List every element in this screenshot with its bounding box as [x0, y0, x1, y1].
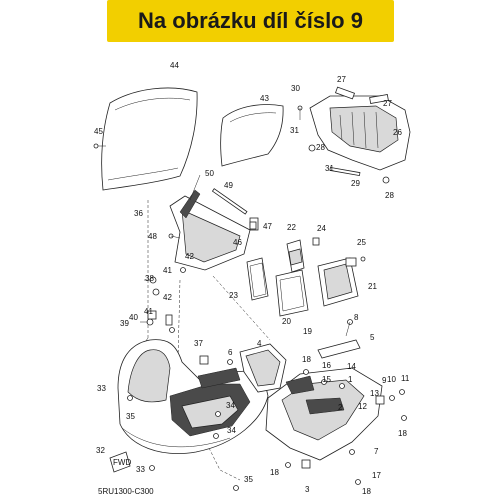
callout-24: 24	[317, 224, 326, 233]
callout-41: 41	[144, 307, 153, 316]
callout-32: 32	[96, 446, 105, 455]
callout-45: 45	[94, 127, 103, 136]
callout-47: 47	[263, 222, 272, 231]
callout-26: 26	[393, 128, 402, 137]
callout-7: 7	[374, 447, 379, 456]
callout-39: 39	[120, 319, 129, 328]
frame-20	[275, 269, 309, 317]
callout-15: 15	[322, 375, 331, 384]
callout-14: 14	[347, 362, 356, 371]
callout-8: 8	[354, 313, 359, 322]
clip-24	[312, 237, 320, 246]
callout-35: 35	[126, 412, 135, 421]
callout-27: 27	[383, 99, 392, 108]
callout-18: 18	[270, 468, 279, 477]
svg-text:FWD: FWD	[113, 458, 131, 467]
bracket-5	[317, 319, 361, 359]
callout-18: 18	[398, 429, 407, 438]
callout-13: 13	[370, 389, 379, 398]
callout-50: 50	[205, 169, 214, 178]
inner-panel-4	[227, 343, 287, 393]
callout-25: 25	[357, 238, 366, 247]
callout-16: 16	[322, 361, 331, 370]
callout-33: 33	[97, 384, 106, 393]
callout-19: 19	[303, 327, 312, 336]
callout-36: 36	[134, 209, 143, 218]
callout-34: 34	[227, 426, 236, 435]
callout-18: 18	[362, 487, 371, 496]
callout-48: 48	[148, 232, 157, 241]
small-screen-43	[220, 104, 284, 167]
callout-22: 22	[287, 223, 296, 232]
callout-49: 49	[224, 181, 233, 190]
callout-43: 43	[260, 94, 269, 103]
callout-34: 34	[226, 401, 235, 410]
callout-11: 11	[401, 374, 410, 383]
callout-20: 20	[282, 317, 291, 326]
callout-33: 33	[136, 465, 145, 474]
callout-3: 3	[305, 485, 310, 494]
callout-12: 12	[358, 402, 367, 411]
callout-28: 28	[385, 191, 394, 200]
clip-37	[199, 355, 209, 365]
clip-47	[249, 221, 257, 230]
callout-46: 46	[233, 238, 242, 247]
header-banner: Na obrázku díl číslo 9	[107, 0, 394, 42]
panel-22	[286, 239, 305, 273]
callout-40: 40	[129, 313, 138, 322]
diagram-code: 5RU1300-C300	[98, 487, 154, 496]
callout-41: 41	[163, 266, 172, 275]
header-text: Na obrázku díl číslo 9	[138, 8, 363, 33]
callout-21: 21	[368, 282, 377, 291]
callout-31: 31	[290, 126, 299, 135]
callout-28: 28	[316, 143, 325, 152]
fasteners-right	[127, 369, 407, 491]
fasteners-left	[140, 267, 186, 333]
callout-10: 10	[387, 375, 396, 384]
callout-2: 2	[338, 403, 343, 412]
side-cowl-7	[265, 367, 383, 461]
bracket-46	[168, 174, 259, 271]
callout-31: 31	[325, 164, 334, 173]
callout-42: 42	[163, 293, 172, 302]
callout-27: 27	[337, 75, 346, 84]
callout-4: 4	[257, 339, 262, 348]
windscreen-44	[101, 87, 198, 191]
callout-6: 6	[228, 348, 233, 357]
callout-29: 29	[351, 179, 360, 188]
callout-17: 17	[372, 471, 381, 480]
callout-5: 5	[370, 333, 375, 342]
screw-45	[93, 143, 106, 149]
callout-18: 18	[302, 355, 311, 364]
callout-38: 38	[145, 274, 154, 283]
callout-9: 9	[382, 376, 387, 385]
callout-23: 23	[229, 291, 238, 300]
bracket-26	[297, 86, 411, 184]
fwd-arrow-icon: FWD	[109, 451, 131, 473]
callout-35: 35	[244, 475, 253, 484]
front-cowl-32	[117, 339, 269, 454]
frame-23	[246, 257, 269, 301]
callout-44: 44	[170, 61, 179, 70]
callout-30: 30	[291, 84, 300, 93]
callout-labels: 44 43 45 30 27 27 31 26 28 31 29 28 50 4…	[94, 61, 410, 496]
callout-1: 1	[348, 375, 353, 384]
callout-42: 42	[185, 252, 194, 261]
cover-21	[317, 256, 366, 307]
callout-37: 37	[194, 339, 203, 348]
